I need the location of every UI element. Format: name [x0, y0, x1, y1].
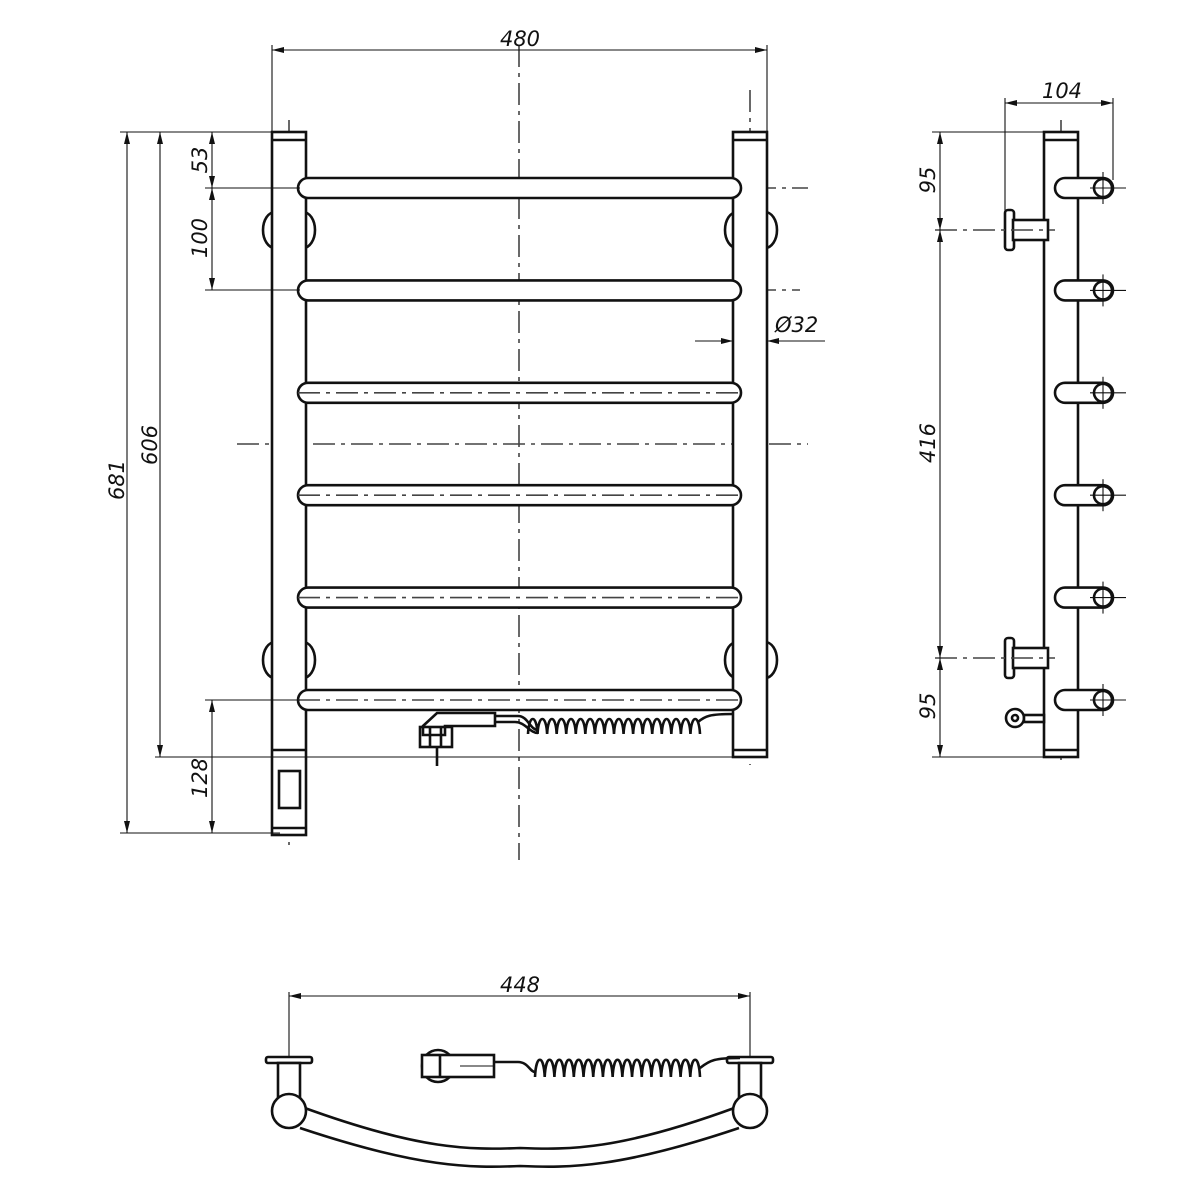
dim-bottom-offset: 128	[188, 758, 212, 798]
dim-mount-width: 448	[500, 973, 540, 997]
top-view: 448	[264, 973, 775, 1168]
dim-body-height: 606	[138, 425, 162, 465]
dim-total-height: 681	[105, 460, 129, 500]
dim-width: 480	[500, 27, 540, 51]
left-ball-joint	[270, 1092, 308, 1130]
rung	[296, 176, 743, 200]
dim-tube-diameter: Ø32	[774, 313, 818, 337]
front-view: 480 681 606 53 100 128 Ø32	[105, 27, 825, 860]
rung	[296, 279, 743, 302]
knob-icon	[1004, 707, 1026, 729]
right-post	[731, 130, 769, 759]
plug-top	[420, 1048, 741, 1084]
side-view: 104 95 416 95	[916, 79, 1126, 765]
curved-rail	[301, 1105, 738, 1150]
dim-rung-pitch: 100	[188, 218, 212, 258]
side-rungs	[1053, 172, 1126, 716]
dim-top-offset: 53	[188, 147, 212, 174]
dim-bottom-mount: 95	[916, 693, 940, 720]
dim-mount-spacing: 416	[916, 423, 940, 463]
dim-top-mount: 95	[916, 167, 940, 194]
left-post	[270, 130, 308, 837]
switch-icon	[277, 769, 302, 810]
side-post	[1042, 130, 1080, 759]
dim-depth: 104	[1042, 79, 1082, 103]
dimensions-side: 104 95 416 95	[916, 79, 1114, 758]
wall-brackets	[935, 208, 1055, 729]
right-ball-joint	[731, 1092, 769, 1130]
dimensions-front: 480 681 606 53 100 128 Ø32	[105, 27, 825, 834]
power-cord-plug	[418, 711, 734, 766]
